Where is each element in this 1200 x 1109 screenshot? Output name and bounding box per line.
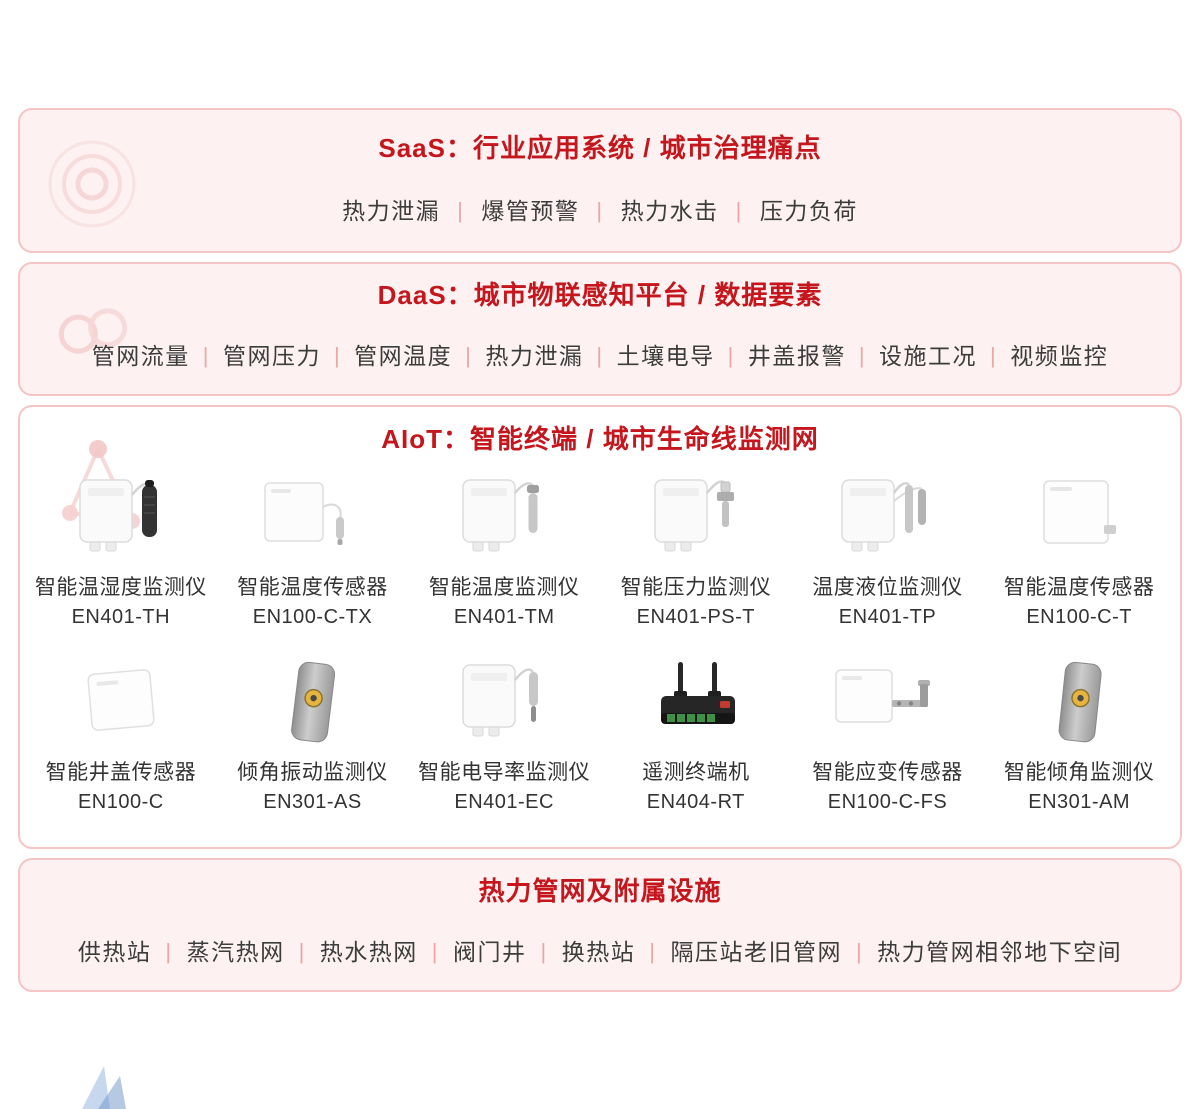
pressure-monitor-icon [601, 473, 791, 568]
device-model: EN404-RT [646, 791, 745, 813]
item-separator: | [465, 343, 473, 368]
device-name: 智能井盖传感器 [45, 761, 197, 784]
device-name: 智能电导率监测仪 [418, 761, 591, 784]
daas-item: 管网压力 [222, 343, 321, 369]
infra-item: 供热站 [77, 939, 152, 965]
infra-item: 换热站 [561, 939, 636, 965]
saas-items: 热力泄漏 | 爆管预警 | 热力水击 | 压力负荷 [20, 196, 1180, 226]
daas-panel: DaaS：城市物联感知平台 / 数据要素 管网流量 | 管网压力 | 管网温度 … [18, 262, 1182, 396]
aiot-panel: AIoT：智能终端 / 城市生命线监测网 智能温湿度监测 [18, 405, 1182, 849]
saas-panel: SaaS：行业应用系统 / 城市治理痛点 热力泄漏 | 爆管预警 | 热力水击 … [18, 108, 1182, 253]
device-model: EN401-EC [454, 791, 554, 813]
infra-item: 热力管网相邻地下空间 [877, 939, 1123, 965]
device-name: 智能温度监测仪 [428, 576, 580, 599]
device-card: 智能应变传感器 EN100-C-FS [793, 658, 983, 817]
device-name: 智能温度传感器 [237, 576, 388, 599]
device-model: EN100-C-TX [252, 606, 373, 628]
device-model: EN401-TH [71, 606, 171, 628]
device-name: 倾角振动监测仪 [237, 761, 388, 784]
daas-item: 设施工况 [879, 343, 978, 369]
tilt-monitor-icon [984, 658, 1174, 753]
infra-item: 阀门井 [453, 939, 527, 965]
device-model: EN100-C-T [1026, 606, 1132, 628]
item-separator: | [990, 343, 998, 368]
temperature-humidity-monitor-icon [26, 473, 216, 568]
telemetry-terminal-icon [601, 658, 791, 753]
temperature-monitor-icon [409, 473, 599, 568]
device-card: 智能温度监测仪 EN401-TM [409, 473, 599, 632]
device-model: EN100-C-FS [827, 791, 948, 813]
aiot-title: AIoT：智能终端 / 城市生命线监测网 [381, 424, 819, 454]
manhole-cover-sensor-icon [26, 658, 216, 753]
device-card: 遥测终端机 EN404-RT [601, 658, 791, 817]
daas-items: 管网流量 | 管网压力 | 管网温度 | 热力泄漏 | 土壤电导 | 井盖报警 … [20, 341, 1180, 371]
daas-item: 管网流量 [91, 343, 190, 369]
daas-item: 热力泄漏 [485, 343, 584, 369]
item-separator: | [727, 343, 735, 368]
item-separator: | [165, 939, 173, 964]
device-grid: 智能温湿度监测仪 EN401-TH 智能温度传感器 EN100-C-TX [26, 473, 1174, 817]
temperature-sensor-box-icon [984, 473, 1174, 568]
device-model: EN100-C [77, 791, 164, 813]
saas-title: SaaS：行业应用系统 / 城市治理痛点 [378, 133, 822, 163]
device-model: EN301-AM [1028, 791, 1131, 813]
device-card: 智能温度传感器 EN100-C-T [984, 473, 1174, 632]
device-card: 温度液位监测仪 EN401-TP [793, 473, 983, 632]
daas-item: 管网温度 [354, 343, 453, 369]
device-model: EN401-PS-T [636, 606, 756, 628]
infra-panel: 热力管网及附属设施 供热站 | 蒸汽热网 | 热水热网 | 阀门井 | 换热站 … [18, 858, 1182, 992]
device-card: 智能温度传感器 EN100-C-TX [218, 473, 408, 632]
device-card: 智能倾角监测仪 EN301-AM [984, 658, 1174, 817]
item-separator: | [596, 198, 604, 223]
strain-sensor-icon [793, 658, 983, 753]
item-separator: | [735, 198, 743, 223]
item-separator: | [457, 198, 465, 223]
item-separator: | [855, 939, 864, 964]
corner-logo-watermark [82, 1066, 126, 1109]
item-separator: | [858, 343, 867, 368]
saas-item: 热力泄漏 [342, 198, 441, 224]
temperature-sensor-cable-icon [218, 473, 408, 568]
item-separator: | [431, 939, 439, 964]
item-separator: | [298, 939, 306, 964]
device-model: EN401-TP [838, 606, 937, 628]
saas-item: 压力负荷 [759, 198, 858, 224]
device-name: 智能倾角监测仪 [1003, 761, 1155, 784]
daas-item: 视频监控 [1010, 343, 1109, 369]
device-model: EN401-TM [453, 606, 555, 628]
tilt-vibration-monitor-icon [218, 658, 408, 753]
device-name: 遥测终端机 [642, 761, 750, 784]
daas-item: 井盖报警 [747, 343, 846, 369]
device-card: 倾角振动监测仪 EN301-AS [218, 658, 408, 817]
infra-item: 热水热网 [319, 939, 418, 965]
infra-title: 热力管网及附属设施 [478, 876, 722, 906]
saas-item: 热力水击 [620, 198, 719, 224]
device-card: 智能电导率监测仪 EN401-EC [409, 658, 599, 817]
infra-items: 供热站 | 蒸汽热网 | 热水热网 | 阀门井 | 换热站 | 隔压站老旧管网 … [20, 937, 1180, 967]
temperature-level-monitor-icon [793, 473, 983, 568]
item-separator: | [596, 343, 604, 368]
device-name: 智能温湿度监测仪 [34, 576, 207, 599]
infra-item: 隔压站老旧管网 [670, 939, 842, 965]
daas-title: DaaS：城市物联感知平台 / 数据要素 [377, 280, 823, 310]
item-separator: | [202, 343, 210, 368]
device-name: 智能温度传感器 [1003, 576, 1155, 599]
item-separator: | [333, 343, 342, 368]
item-separator: | [540, 939, 548, 964]
device-card: 智能井盖传感器 EN100-C [26, 658, 216, 817]
device-card: 智能温湿度监测仪 EN401-TH [26, 473, 216, 632]
device-name: 智能压力监测仪 [620, 576, 772, 599]
device-card: 智能压力监测仪 EN401-PS-T [601, 473, 791, 632]
device-model: EN301-AS [263, 791, 362, 813]
saas-item: 爆管预警 [481, 198, 580, 224]
device-name: 智能应变传感器 [812, 761, 963, 784]
conductivity-monitor-icon [409, 658, 599, 753]
daas-item: 土壤电导 [616, 343, 715, 369]
infra-item: 蒸汽热网 [186, 939, 285, 965]
item-separator: | [649, 939, 657, 964]
device-name: 温度液位监测仪 [812, 576, 963, 599]
